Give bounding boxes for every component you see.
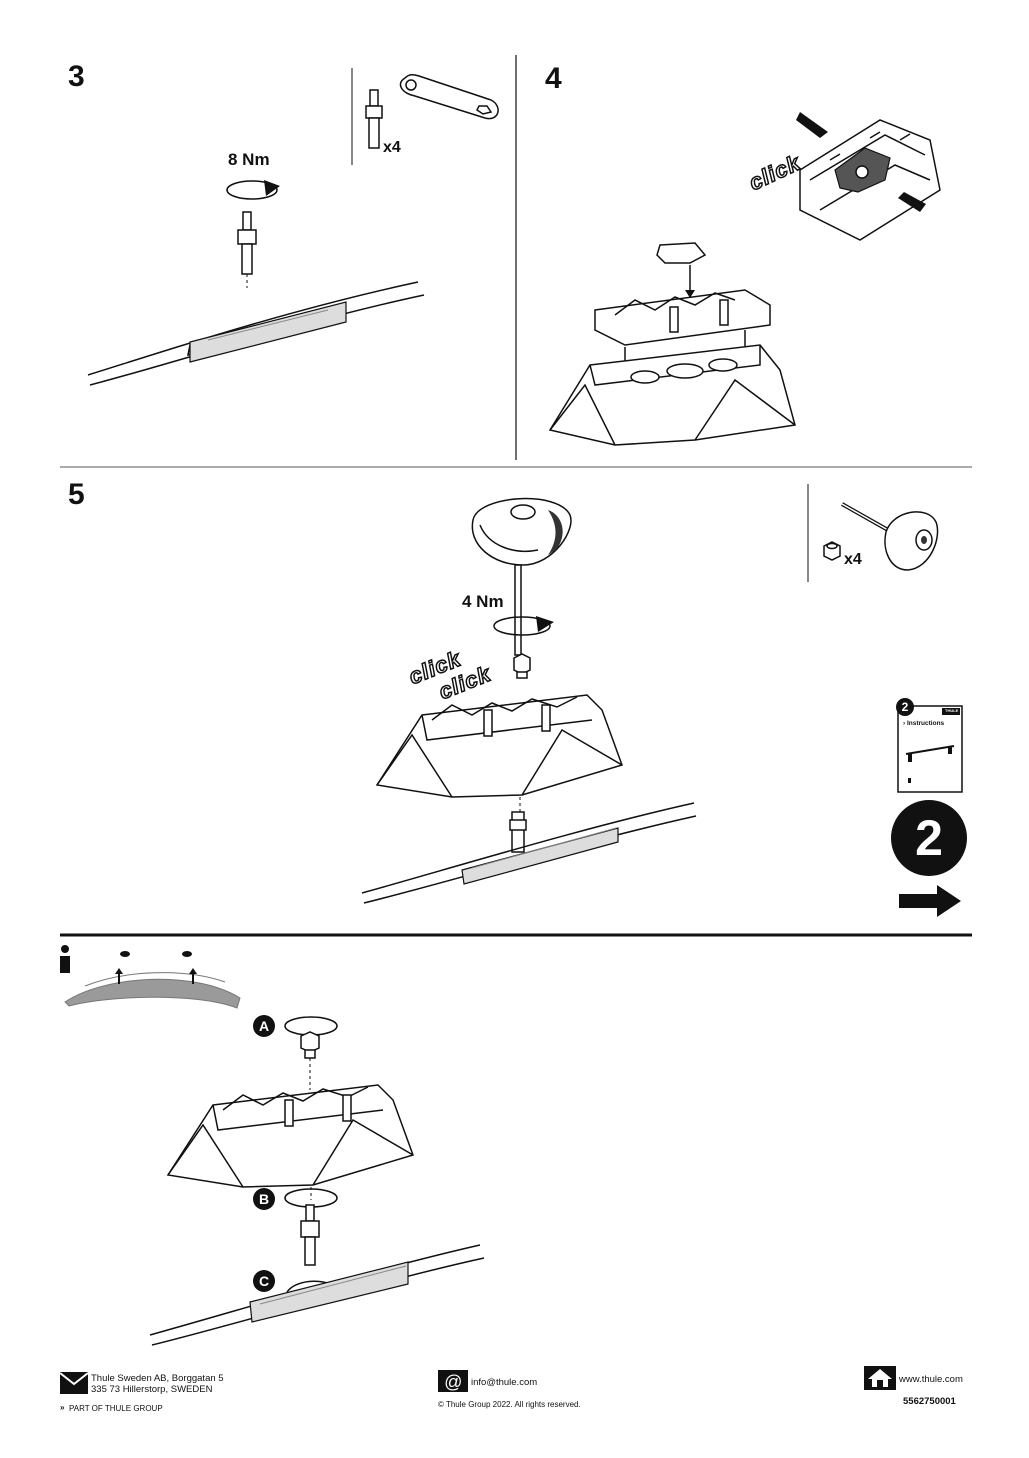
- rotate-arrow-icon: [493, 616, 554, 636]
- thule-group-label: PART OF THULE GROUP: [69, 1404, 163, 1413]
- nut-icon: [300, 1031, 320, 1090]
- roof-rail-illustration: [361, 802, 697, 904]
- step-number: 3: [68, 60, 85, 93]
- next-booklet-badge: 2: [891, 800, 967, 876]
- company-address-line2: 335 73 Hillerstorp, SWEDEN: [91, 1384, 213, 1395]
- company-address-line1: Thule Sweden AB, Borggatan 5: [91, 1373, 224, 1384]
- bolt-icon: [365, 89, 383, 149]
- torque-key-icon: [471, 497, 572, 656]
- nut-icon: [823, 541, 841, 561]
- step-number: 4: [545, 62, 562, 95]
- copyright-text: © Thule Group 2022. All rights reserved.: [438, 1400, 581, 1409]
- email-icon: @: [438, 1370, 468, 1392]
- document-number: 5562750001: [903, 1396, 956, 1407]
- bolt-icon: [300, 1204, 320, 1266]
- group-chevron-icon: »: [60, 1403, 65, 1412]
- info-icon: [60, 945, 70, 973]
- car-roof-icon: [64, 951, 241, 1009]
- foot-assembly-illustration: [166, 1084, 414, 1200]
- nut-icon: [513, 653, 531, 679]
- torque-label: 8 Nm: [228, 150, 270, 169]
- roof-rail-illustration: [149, 1244, 485, 1346]
- quantity-label: x4: [383, 139, 401, 156]
- instructions-booklet-icon: [897, 705, 963, 793]
- email-link[interactable]: info@thule.com: [471, 1377, 538, 1388]
- step-number: 5: [68, 478, 85, 511]
- foot-base-illustration: [548, 242, 796, 446]
- step-label-a: A: [253, 1015, 275, 1037]
- booklet-label: › Instructions: [903, 720, 945, 727]
- bolt-icon: [237, 211, 257, 288]
- website-link[interactable]: www.thule.com: [899, 1374, 963, 1385]
- arrow-right-icon: [899, 885, 961, 917]
- booklet-number-badge: 2: [896, 698, 914, 716]
- svg-text:@: @: [444, 1372, 462, 1392]
- rotate-arrow-icon: [226, 180, 280, 200]
- step-label-b: B: [253, 1188, 275, 1210]
- roof-rail-illustration: [87, 281, 425, 386]
- clip-detail-illustration: [796, 112, 941, 241]
- home-icon: [864, 1366, 896, 1390]
- mail-icon: [59, 1372, 89, 1394]
- torque-key-icon: [841, 502, 939, 571]
- step-label-c: C: [253, 1270, 275, 1292]
- booklet-brand: THULE: [945, 708, 959, 713]
- torque-label: 4 Nm: [462, 592, 504, 611]
- foot-assembly-illustration: [375, 694, 623, 813]
- plate-washer-icon: [399, 73, 499, 120]
- quantity-label: x4: [844, 551, 862, 568]
